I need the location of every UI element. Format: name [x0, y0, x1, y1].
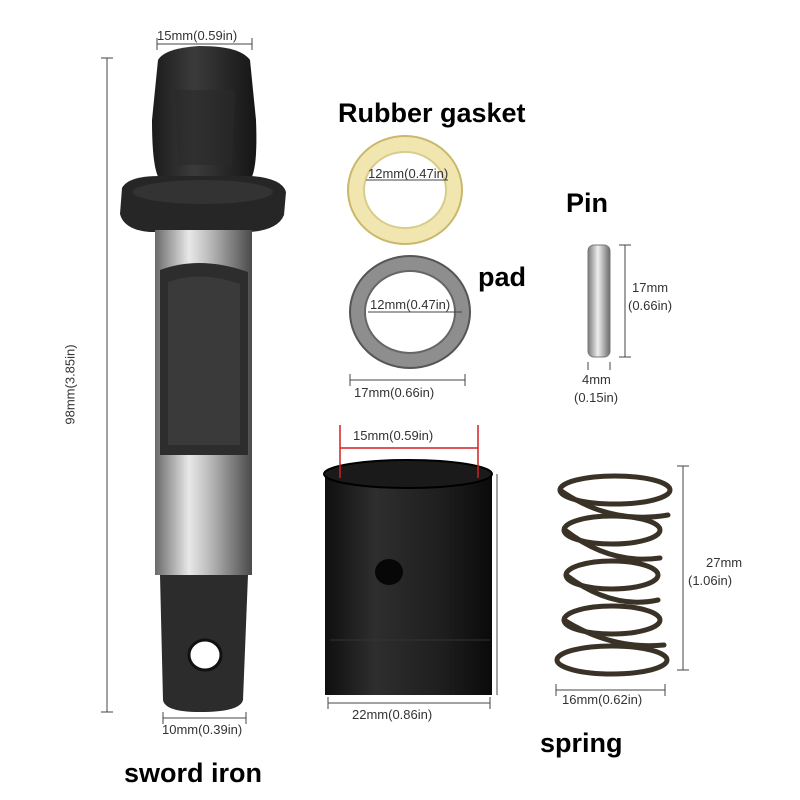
spring-dimensions — [555, 465, 689, 696]
sword-iron-name-label: sword iron — [124, 758, 263, 788]
spring-diameter-label: 16mm(0.62in) — [562, 692, 643, 707]
pin-part — [587, 244, 631, 370]
pad-part — [349, 255, 471, 386]
sword-iron-dimensions — [101, 38, 253, 724]
rubber-gasket-part — [347, 135, 463, 245]
rubber-gasket-inner-diameter-label: 12mm(0.47in) — [368, 166, 449, 181]
pin-length-in-label: (0.66in) — [628, 298, 673, 313]
sword-iron-bottom-width-label: 10mm(0.39in) — [162, 722, 243, 737]
sword-iron-part — [120, 46, 286, 712]
rubber-gasket-name-label: Rubber gasket — [338, 98, 526, 128]
pin-width-mm-label: 4mm — [582, 372, 611, 387]
spring-height-in-label: (1.06in) — [688, 573, 733, 588]
sleeve-inner-diameter-label: 15mm(0.59in) — [353, 428, 434, 443]
sleeve-outer-diameter-label: 22mm(0.86in) — [352, 707, 433, 722]
spring-height-mm-label: 27mm — [706, 555, 743, 570]
spring-name-label: spring — [540, 728, 623, 758]
pad-name-label: pad — [478, 262, 527, 292]
sleeve-part — [323, 425, 498, 709]
pad-inner-diameter-label: 12mm(0.47in) — [370, 297, 451, 312]
sword-iron-length-label: 98mm(3.85in) — [62, 344, 78, 425]
pad-outer-diameter-label: 17mm(0.66in) — [354, 385, 435, 400]
sword-iron-top-width-label: 15mm(0.59in) — [157, 28, 238, 43]
spring-part — [554, 473, 673, 677]
pin-width-in-label: (0.15in) — [574, 390, 619, 405]
pin-name-label: Pin — [566, 188, 609, 218]
pin-length-mm-label: 17mm — [632, 280, 669, 295]
